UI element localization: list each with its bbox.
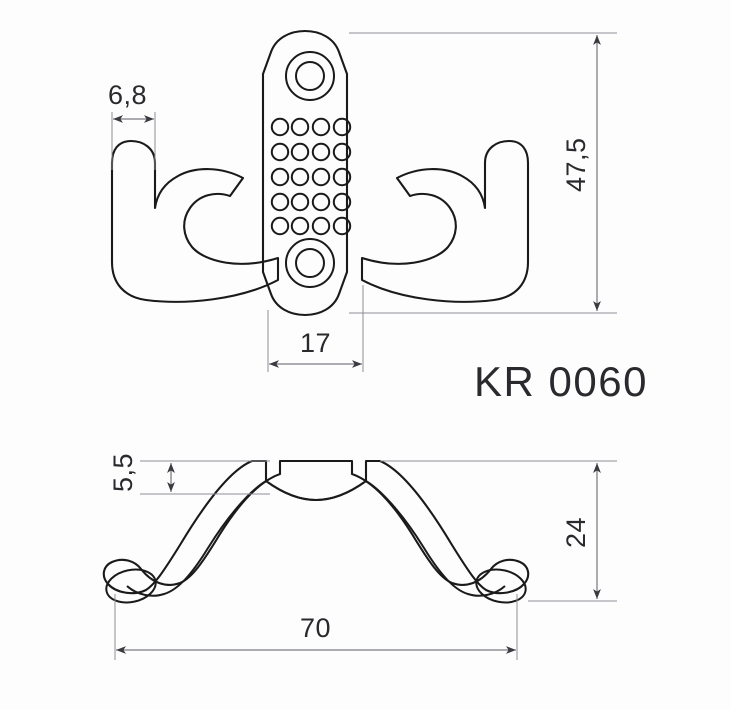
dimension-plate-width: 17: [267, 285, 364, 372]
dimension-center-height: 5,5: [108, 453, 270, 495]
dimension-overall-height: 47,5: [349, 32, 617, 314]
right-arm-tip-ellipse: [475, 568, 527, 604]
part-number-label: KR 0060: [474, 358, 648, 405]
left-arm-tip-ellipse: [105, 568, 157, 604]
screw-hole-upper: [285, 51, 335, 101]
mounting-plate: [261, 29, 352, 317]
dimension-hook-thickness: 6,8: [108, 80, 156, 170]
plate-dot-grid: [270, 117, 352, 236]
dimension-label-plate-width: 17: [300, 328, 331, 358]
dimension-overall-width: 70: [114, 594, 518, 660]
dimension-label-arm-depth: 24: [561, 517, 591, 548]
dimension-arm-depth: 24: [380, 460, 617, 602]
right-hook-arm: [360, 139, 530, 303]
dimension-label-center-height: 5,5: [108, 453, 138, 492]
top-plan-view: [102, 459, 530, 604]
dimension-label-overall-height: 47,5: [561, 137, 591, 192]
dimension-label-overall-width: 70: [300, 613, 331, 643]
side-elevation-view: [110, 29, 530, 317]
left-hook-arm: [110, 139, 280, 303]
screw-hole-lower: [285, 238, 335, 288]
dimension-label-hook-thickness: 6,8: [108, 80, 147, 110]
